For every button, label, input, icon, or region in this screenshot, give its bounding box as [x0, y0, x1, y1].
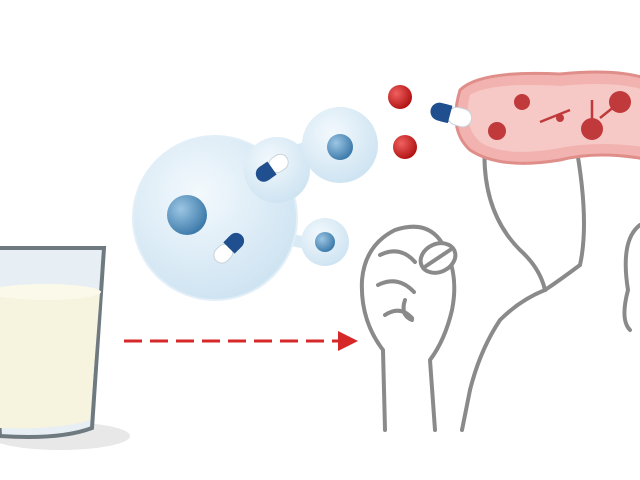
- capsule-icon: [213, 232, 245, 264]
- molecule-bubbles: [132, 107, 378, 301]
- hand-holding-pill: [359, 224, 458, 432]
- person-outline: [460, 138, 640, 432]
- intestine-cell: [454, 70, 640, 165]
- dashed-arrow: [124, 331, 358, 351]
- capsule-icon: [255, 153, 289, 182]
- molecule-core: [167, 195, 207, 235]
- capsule-icon: [430, 102, 473, 128]
- red-particle: [388, 85, 412, 109]
- red-particle: [393, 135, 417, 159]
- milk-glass: [0, 246, 107, 439]
